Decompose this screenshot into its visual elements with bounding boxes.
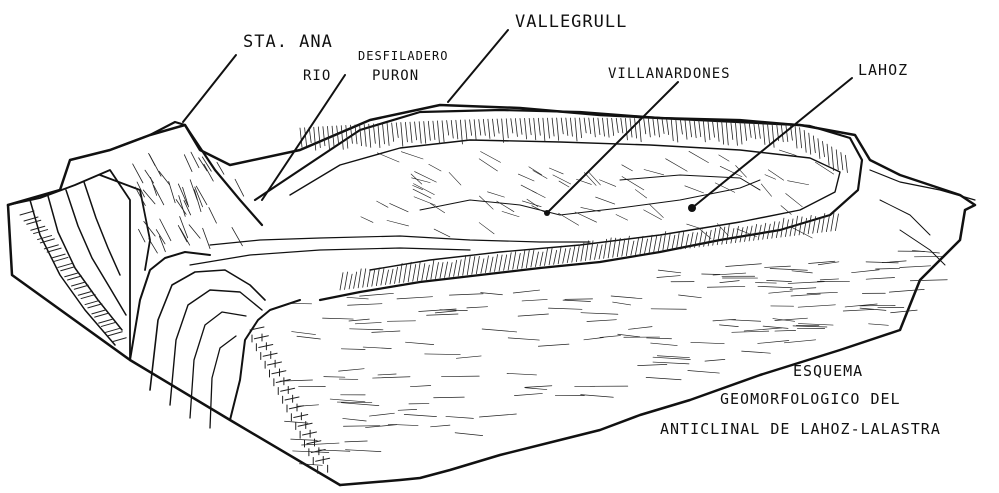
vallegrull-leader xyxy=(448,30,508,102)
valley-floor xyxy=(190,175,760,265)
right-upland xyxy=(870,170,975,265)
caption-line-1: ESQUEMA xyxy=(793,362,863,380)
label-puron: PURON xyxy=(372,68,419,84)
lahoz-leader xyxy=(692,78,852,208)
label-desfiladero: DESFILADERO xyxy=(358,49,448,63)
basin-rim xyxy=(255,110,862,300)
caption-line-2: GEOMORFOLOGICO DEL xyxy=(720,390,901,408)
caption-line-3: ANTICLINAL DE LAHOZ-LALASTRA xyxy=(660,420,941,438)
sta-ana-leader xyxy=(183,55,236,122)
outer-slopes xyxy=(280,150,947,465)
label-villanardones: VILLANARDONES xyxy=(608,66,731,82)
sta-ana-ridge xyxy=(100,122,262,270)
label-lahoz: LAHOZ xyxy=(858,61,908,79)
anticline-fold xyxy=(130,252,330,473)
villanardones-leader xyxy=(547,82,678,213)
label-sta-ana: STA. ANA xyxy=(243,32,333,52)
label-rio: RIO xyxy=(303,68,331,84)
puron-leader xyxy=(262,75,345,200)
label-vallegrull: VALLEGRULL xyxy=(515,12,627,32)
